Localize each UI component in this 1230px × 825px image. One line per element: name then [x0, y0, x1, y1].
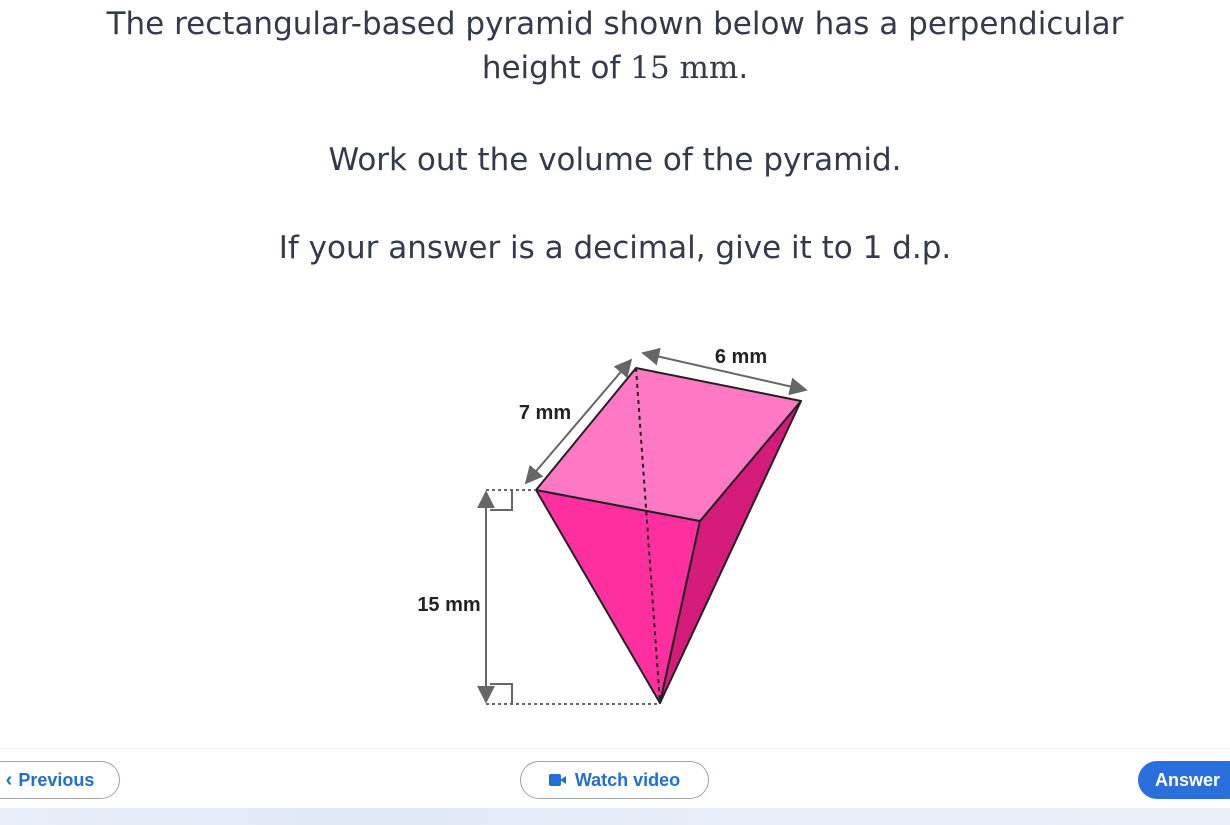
- watch-video-button[interactable]: Watch video: [520, 761, 709, 799]
- right-angle-top: [490, 490, 513, 511]
- answer-button[interactable]: Answer: [1138, 761, 1230, 799]
- question-line-1: The rectangular-based pyramid shown belo…: [106, 6, 1124, 42]
- right-angle-bottom: [490, 683, 513, 704]
- question-line-2-suffix: .: [738, 50, 749, 86]
- watch-video-label: Watch video: [574, 769, 681, 790]
- instruction-text: Work out the volume of the pyramid.: [328, 142, 902, 178]
- bottom-band: [0, 808, 1230, 825]
- height-label: 15 mm: [417, 594, 480, 616]
- rounding-text: If your answer is a decimal, give it to …: [278, 230, 952, 266]
- previous-label: Previous: [18, 769, 95, 790]
- question-line-2-prefix: height of: [481, 50, 631, 86]
- width-dimension-arrow: [641, 347, 808, 396]
- footer-divider: [0, 748, 1230, 749]
- height-value: 15 mm: [630, 50, 739, 86]
- previous-button[interactable]: ‹ Previous: [0, 761, 120, 799]
- answer-label: Answer: [1155, 769, 1221, 790]
- question-text: The rectangular-based pyramid shown belo…: [0, 0, 1230, 90]
- width-label: 6 mm: [715, 346, 767, 368]
- video-camera-icon: [548, 774, 566, 786]
- question-line-2: height of 15 mm.: [0, 46, 1230, 90]
- length-dimension-arrow: [524, 358, 633, 485]
- pyramid-top-face: [535, 367, 802, 522]
- chevron-left-icon: ‹: [5, 768, 13, 791]
- length-label: 7 mm: [519, 402, 571, 424]
